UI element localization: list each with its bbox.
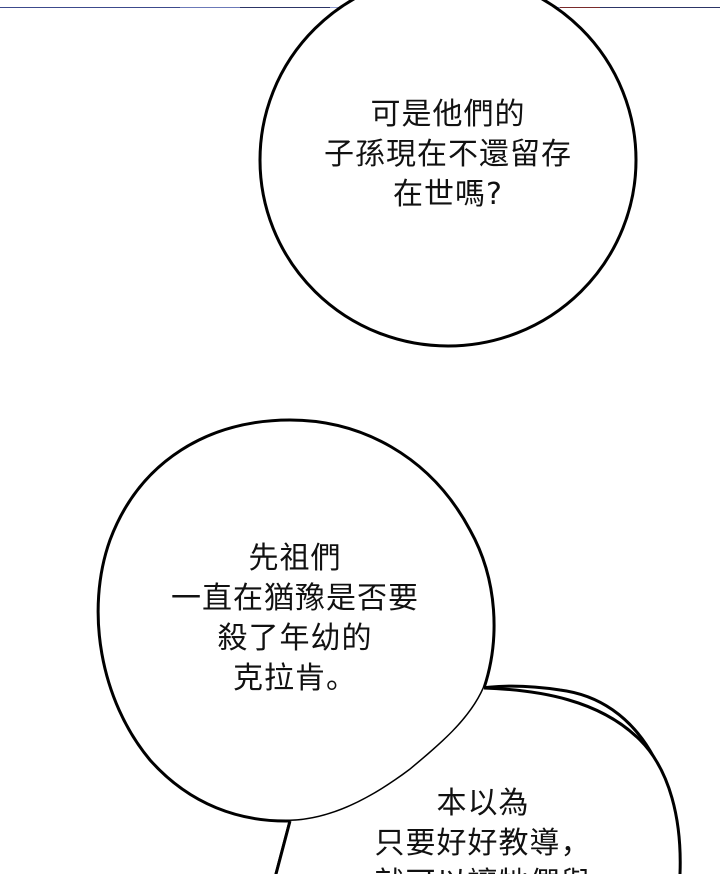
bubble-text-question: 可是他們的 子孫現在不還留存 在世嗎? bbox=[298, 95, 598, 215]
speech-bubble-ancestors bbox=[96, 418, 496, 823]
strip-segment-1 bbox=[0, 7, 180, 8]
bubble-line: 就可以讓牠們與 bbox=[333, 864, 633, 874]
bubble-text-thought: 本以為 只要好好教導， 就可以讓牠們與 bbox=[333, 784, 633, 874]
bubble-line: 一直在猶豫是否要 bbox=[171, 581, 419, 616]
strip-segment-3 bbox=[240, 7, 330, 8]
bubble-line: 克拉肯。 bbox=[233, 661, 357, 696]
speech-bubble-thought bbox=[276, 688, 681, 874]
speech-bubble-thought-outline bbox=[274, 686, 682, 874]
bubble-line: 殺了年幼的 bbox=[217, 621, 373, 656]
bubble-line: 先祖們 bbox=[248, 541, 342, 576]
bubble-line: 本以為 bbox=[436, 786, 530, 821]
bubble-line: 可是他們的 bbox=[370, 97, 526, 132]
bubble-line: 只要好好教導， bbox=[374, 826, 592, 861]
bubble-text-ancestors: 先祖們 一直在猶豫是否要 殺了年幼的 克拉肯。 bbox=[145, 539, 445, 699]
strip-segment-6 bbox=[600, 7, 720, 8]
bubble-line: 在世嗎? bbox=[393, 177, 503, 212]
bubble-line: 子孫現在不還留存 bbox=[324, 137, 572, 172]
speech-bubble-question bbox=[258, 0, 638, 348]
strip-segment-5 bbox=[560, 7, 600, 8]
strip-segment-2 bbox=[180, 7, 240, 8]
